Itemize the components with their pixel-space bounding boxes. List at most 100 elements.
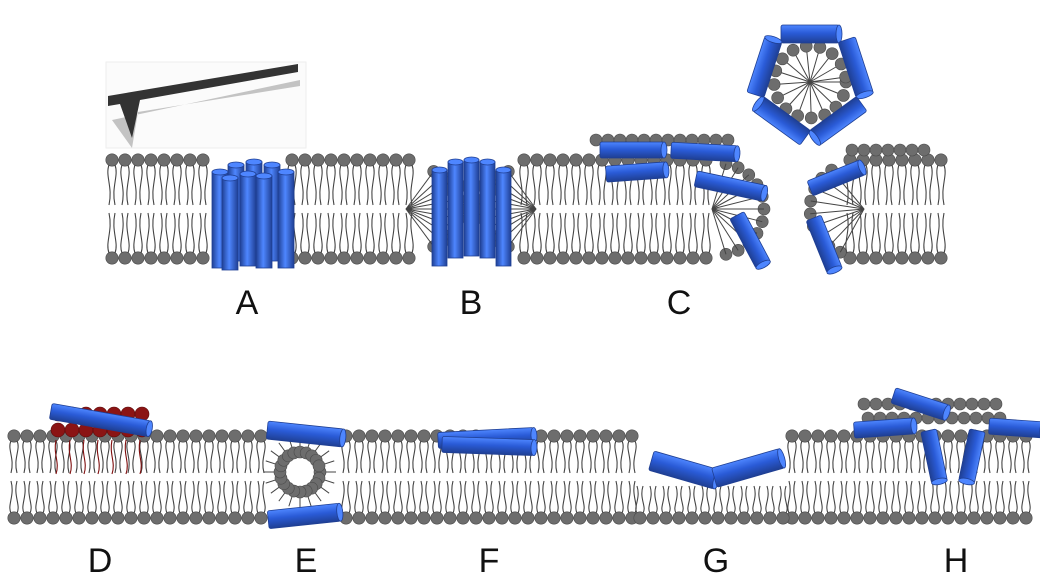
lipid-tail — [546, 165, 554, 205]
lipid-head — [483, 512, 495, 524]
lipid-tail — [327, 165, 335, 205]
lipid-head — [674, 252, 686, 264]
lipid-tail — [433, 481, 441, 513]
lipid-tail — [301, 165, 309, 205]
lipid-head — [197, 252, 209, 264]
lipid-tail — [218, 441, 226, 473]
lipid-head — [712, 512, 724, 524]
lipid-tail — [420, 441, 428, 473]
lipid-head — [390, 252, 402, 264]
lipid-tail — [702, 213, 710, 253]
lipid-head — [86, 512, 98, 524]
lipid-tail — [559, 165, 567, 205]
lipid-tail — [898, 165, 906, 205]
lipid-head — [164, 512, 176, 524]
lipid-tail — [1022, 481, 1030, 513]
lipid-head — [60, 512, 72, 524]
lipid-tail — [688, 486, 696, 513]
lipid-tail — [602, 441, 610, 473]
lipid-tail — [931, 481, 939, 513]
lipid-tail — [511, 481, 519, 513]
lipid-tail — [533, 165, 541, 205]
lipid-tail — [75, 441, 83, 473]
lipid-tail — [140, 481, 148, 513]
lipid-head — [106, 154, 118, 166]
lipid-tail — [615, 481, 623, 513]
lipid-head — [896, 252, 908, 264]
bilayer-d — [8, 430, 267, 524]
panel-label-f: F — [479, 542, 500, 575]
lipid-head — [229, 430, 241, 442]
lipid-tail — [108, 213, 116, 253]
panel-label-e: E — [295, 542, 318, 575]
lipid-tail — [559, 213, 567, 253]
lipid-head — [1020, 512, 1032, 524]
lipid-tail — [127, 441, 135, 473]
lipid-head — [325, 154, 337, 166]
lipid-tail — [23, 441, 31, 473]
lipid-tail — [379, 213, 387, 253]
lipid-tail — [121, 213, 129, 253]
lipid-tail — [405, 213, 413, 253]
lipid-tail — [192, 441, 200, 473]
lipid-tail — [166, 481, 174, 513]
lipid-tail — [407, 441, 415, 473]
lipid-head — [634, 512, 646, 524]
peptide-b-4 — [496, 167, 511, 266]
lipid-head — [890, 512, 902, 524]
lipid-tail — [257, 441, 265, 473]
lipid-head — [138, 512, 150, 524]
lipid-tail — [218, 481, 226, 513]
lipid-tail — [160, 165, 168, 205]
lipid-tail — [205, 441, 213, 473]
peptide-e-top — [266, 421, 346, 447]
lipid-tail — [186, 213, 194, 253]
lipid-tail — [199, 213, 207, 253]
lipid-tail — [407, 481, 415, 513]
lipid-head — [8, 512, 20, 524]
lipid-head — [531, 252, 543, 264]
panel-label-h: H — [944, 542, 969, 575]
lipid-tail — [520, 165, 528, 205]
lipid-tail — [866, 441, 874, 473]
lipid-head — [544, 252, 556, 264]
lipid-tail — [114, 441, 122, 473]
peptide-c-right-0 — [807, 159, 868, 196]
lipid-tail — [353, 213, 361, 253]
lipid-head — [229, 512, 241, 524]
lipid-tail — [1022, 441, 1030, 473]
lipid-head — [622, 252, 634, 264]
lipid-head — [353, 512, 365, 524]
lipid-head — [916, 512, 928, 524]
lipid-tail — [537, 441, 545, 473]
lipid-tail — [10, 481, 18, 513]
lipid-head — [496, 512, 508, 524]
lipid-tail — [36, 441, 44, 473]
lipid-tail — [446, 481, 454, 513]
lipid-head — [570, 252, 582, 264]
lipid-tail — [846, 213, 854, 253]
lipid-head — [444, 512, 456, 524]
lipid-tail — [392, 165, 400, 205]
lipid-tail — [88, 481, 96, 513]
lipid-tail — [101, 441, 109, 473]
lipid-tail — [459, 481, 467, 513]
lipid-head — [47, 512, 59, 524]
lipid-tail — [366, 213, 374, 253]
afm-tip-icon — [106, 62, 306, 148]
lipid-tail — [905, 481, 913, 513]
lipid-head — [738, 512, 750, 524]
lipid-head — [557, 154, 569, 166]
lipid-head — [255, 512, 267, 524]
lipid-head — [190, 512, 202, 524]
lipid-tail — [314, 213, 322, 253]
lipid-tail — [801, 481, 809, 513]
lipid-head — [648, 252, 660, 264]
lipid-tail — [147, 213, 155, 253]
lipid-head — [686, 512, 698, 524]
lipid-tail — [366, 165, 374, 205]
lipid-head — [403, 154, 415, 166]
lipid-tail — [840, 441, 848, 473]
lipid-tail — [546, 213, 554, 253]
lipid-tail — [675, 486, 683, 513]
